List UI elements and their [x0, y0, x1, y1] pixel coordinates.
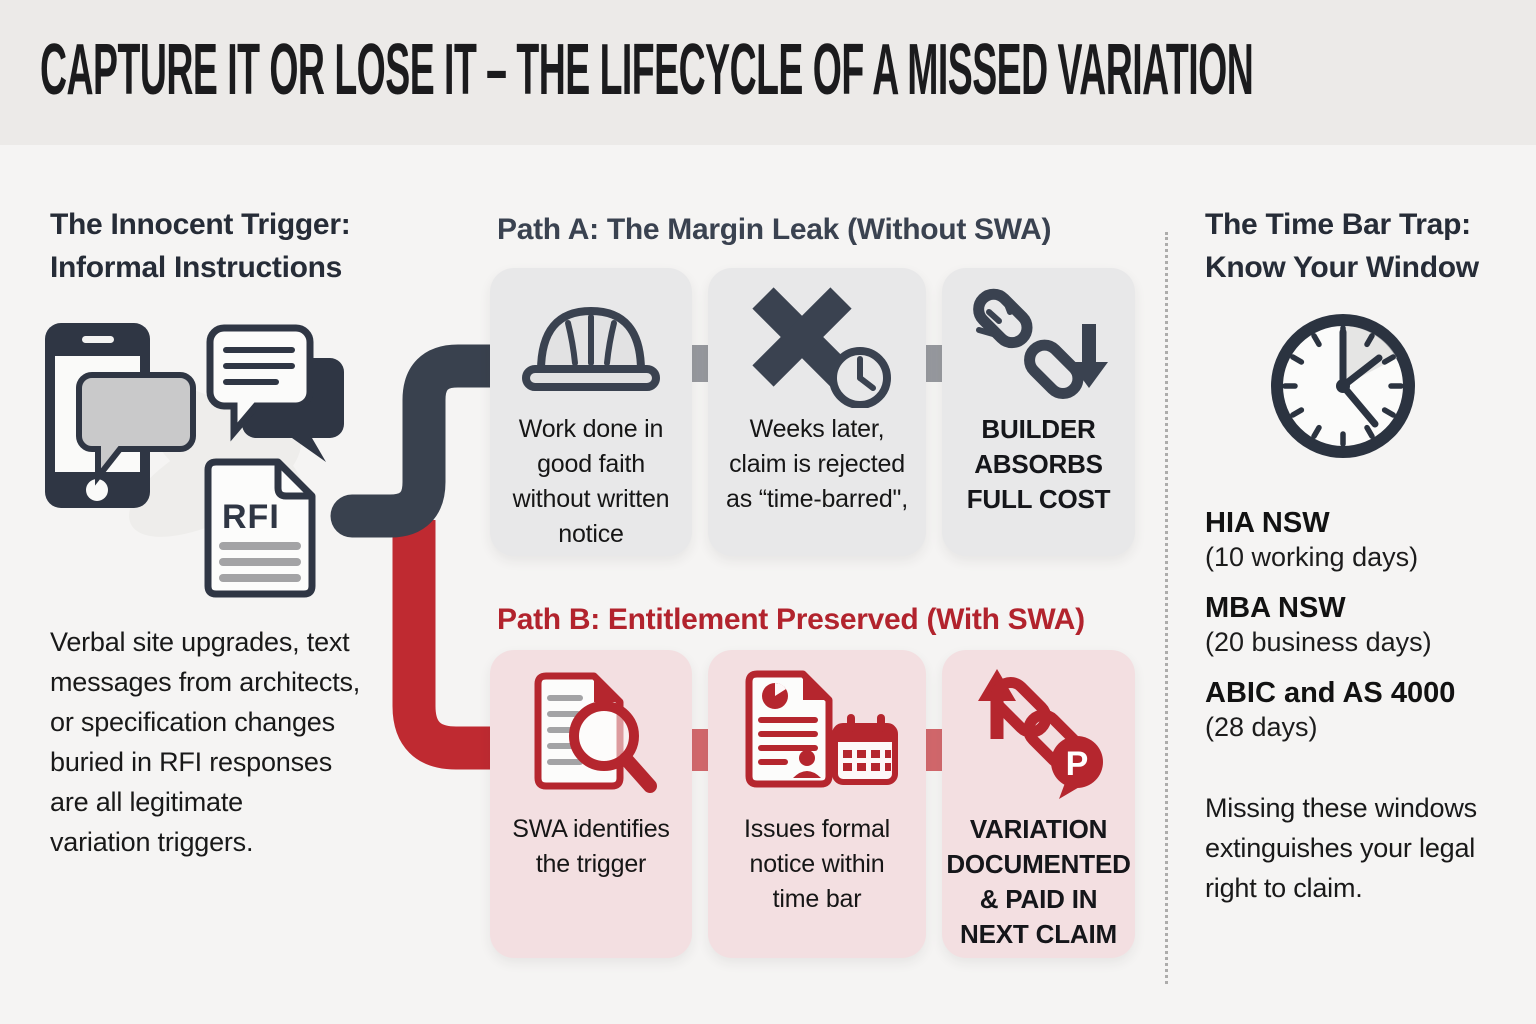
right-panel-heading: The Time Bar Trap: Know Your Window	[1205, 208, 1479, 284]
section-divider	[1165, 232, 1168, 984]
window-period: (28 days)	[1205, 712, 1318, 742]
swa-document-magnifier-icon	[516, 660, 666, 800]
chat-bubbles-icon	[206, 324, 344, 462]
paid-badge-label: P	[1065, 745, 1088, 783]
window-name: HIA NSW	[1205, 507, 1330, 539]
window-name: MBA NSW	[1205, 592, 1346, 624]
formal-notice-calendar-icon	[731, 660, 903, 800]
step-text: VARIATION DOCUMENTED & PAID IN NEXT CLAI…	[946, 814, 1131, 949]
informal-instructions-icons: RFI	[45, 323, 344, 598]
path-a-flow-curve	[330, 344, 517, 538]
window-period: (20 business days)	[1205, 627, 1432, 657]
title-band	[0, 0, 1536, 145]
path-a-step-1: Work done in good faith without written …	[490, 268, 692, 556]
window-name: ABIC and AS 4000	[1205, 677, 1456, 709]
path-a-heading: Path A: The Margin Leak (Without SWA)	[497, 213, 1052, 246]
step-text: BUILDER ABSORBS FULL COST	[966, 414, 1111, 514]
step-text: SWA identifies the trigger	[512, 815, 670, 878]
path-b-connector-1	[690, 729, 710, 771]
step-text: Issues formal notice within time bar	[743, 815, 891, 913]
path-b-connector-2	[924, 729, 944, 771]
path-b-step-1: SWA identifies the trigger	[490, 650, 692, 958]
left-panel-heading: The Innocent Trigger: Informal Instructi…	[50, 208, 351, 284]
path-a-connector-1	[690, 345, 710, 382]
path-b-step-2: Issues formal notice within time bar	[708, 650, 926, 958]
rfi-label: RFI	[222, 498, 280, 536]
window-period: (10 working days)	[1205, 542, 1419, 572]
broken-chain-cost-icon	[959, 278, 1119, 408]
left-panel-body: Verbal site upgrades, text messages from…	[50, 627, 361, 857]
path-a-step-3: BUILDER ABSORBS FULL COST	[942, 268, 1135, 556]
main-title: CAPTURE IT OR LOSE IT – THE LIFECYCLE OF…	[40, 30, 1254, 110]
time-bar-window: MBA NSW (20 business days)	[1205, 591, 1455, 659]
hard-hat-icon	[516, 278, 666, 408]
time-bar-window: HIA NSW (10 working days)	[1205, 506, 1455, 574]
path-a-step-2: Weeks later, claim is rejected as “time-…	[708, 268, 926, 556]
clock-icon	[1271, 314, 1415, 458]
path-b-step-3: P VARIATION DOCUMENTED & PAID IN NEXT CL…	[942, 650, 1135, 958]
path-b-flow-curve	[392, 520, 495, 770]
variation-paid-chain-icon: P	[959, 660, 1119, 800]
sms-bubble-icon	[76, 372, 196, 486]
path-a-connector-2	[924, 345, 944, 382]
time-bar-warning: Missing these windows extinguishes your …	[1205, 793, 1477, 903]
step-text: Work done in good faith without written …	[512, 415, 670, 548]
time-bar-windows-list: HIA NSW (10 working days) MBA NSW (20 bu…	[1205, 506, 1455, 761]
time-bar-window: ABIC and AS 4000 (28 days)	[1205, 676, 1455, 744]
path-b-heading: Path B: Entitlement Preserved (With SWA)	[497, 603, 1085, 636]
rfi-document-icon: RFI	[204, 458, 316, 598]
rejected-time-barred-icon	[735, 278, 900, 408]
step-text: Weeks later, claim is rejected as “time-…	[726, 415, 908, 513]
